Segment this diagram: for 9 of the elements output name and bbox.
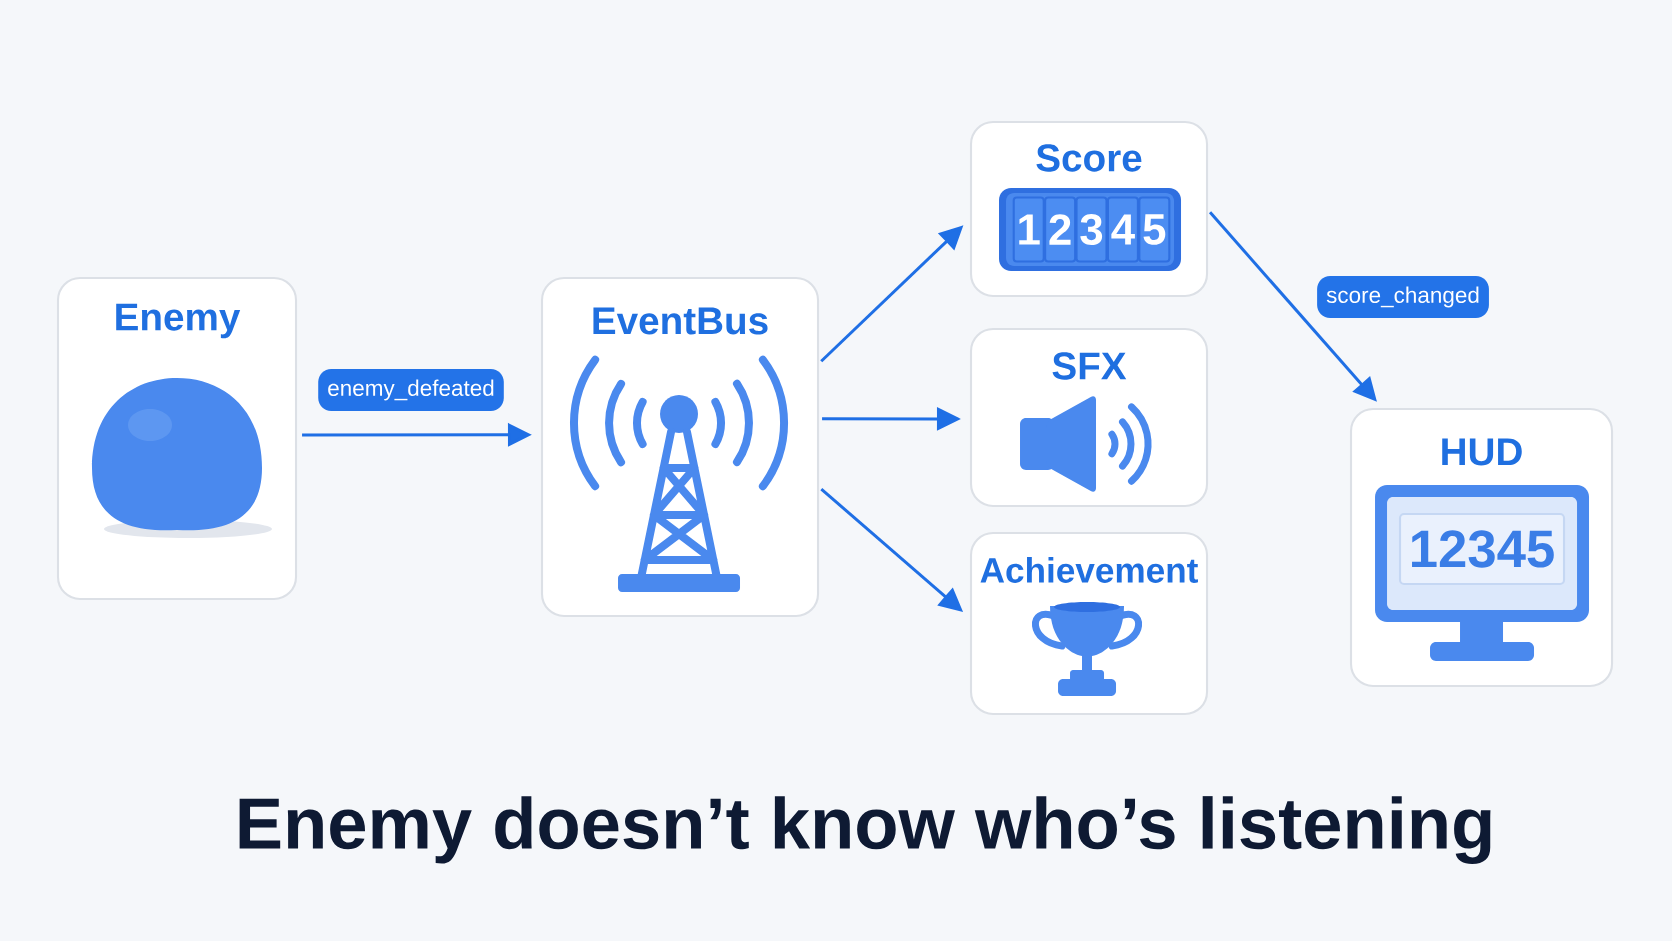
digit-tile: 3 [1075,196,1108,263]
digit-tile: 2 [1044,196,1077,263]
digit-tile: 5 [1138,196,1171,263]
score-display: 12345 [1398,512,1566,586]
digit-tile: 4 [1106,196,1139,263]
digit-tile: 1 [1012,196,1045,263]
edge-label: enemy_defeated [318,369,504,411]
edge-label: score_changed [1317,276,1489,318]
caption: Enemy doesn’t know who’s listening [239,796,1491,864]
